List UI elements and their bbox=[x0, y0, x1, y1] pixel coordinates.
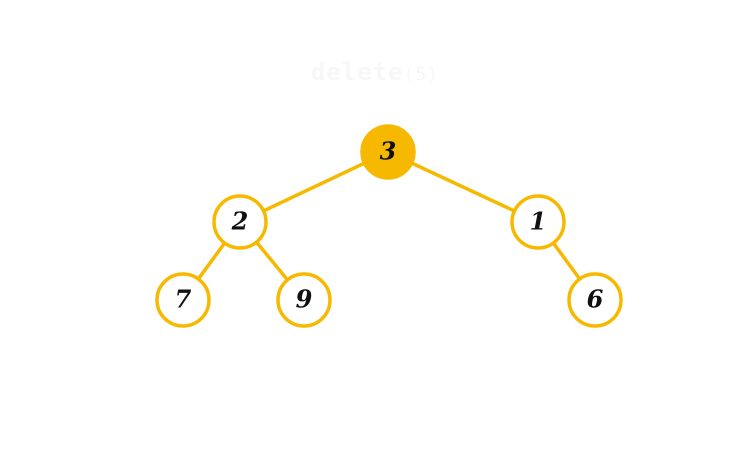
node-circle bbox=[567, 272, 623, 328]
node-label: 6 bbox=[587, 285, 604, 314]
tree-node-1: 1 bbox=[510, 194, 566, 250]
tree-node-7: 7 bbox=[155, 272, 211, 328]
nodes-layer: 3 2 1 7 9 6 bbox=[155, 124, 623, 328]
node-circle-highlighted bbox=[360, 124, 416, 180]
node-label: 7 bbox=[175, 285, 192, 314]
tree-node-6: 6 bbox=[567, 272, 623, 328]
caption-argument: (5) bbox=[403, 64, 440, 85]
node-circle bbox=[155, 272, 211, 328]
node-circle bbox=[276, 272, 332, 328]
node-label: 3 bbox=[380, 137, 397, 166]
node-label: 1 bbox=[530, 207, 547, 236]
node-circle bbox=[212, 194, 268, 250]
node-circle bbox=[510, 194, 566, 250]
operation-caption: delete(5) bbox=[0, 58, 750, 86]
caption-function: delete bbox=[310, 58, 404, 86]
tree-node-3: 3 bbox=[360, 124, 416, 180]
tree-node-2: 2 bbox=[212, 194, 268, 250]
node-label: 2 bbox=[231, 207, 249, 236]
node-label: 9 bbox=[296, 285, 313, 314]
tree-node-9: 9 bbox=[276, 272, 332, 328]
